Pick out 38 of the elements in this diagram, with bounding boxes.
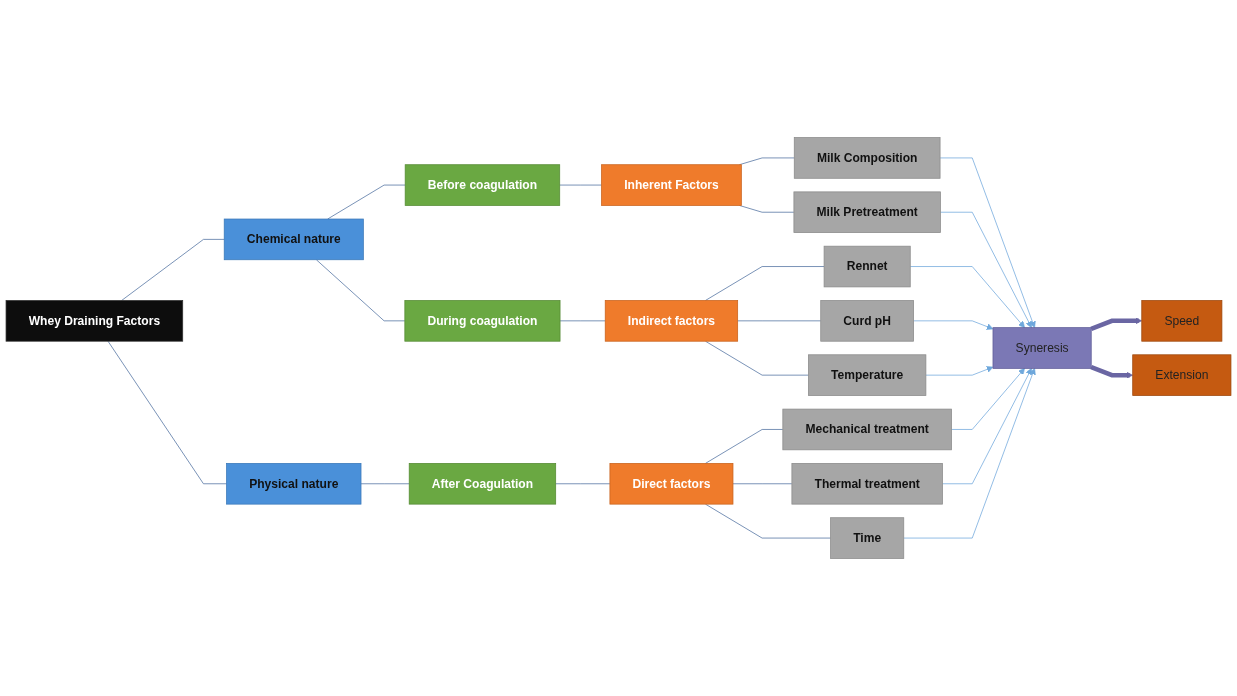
node-box: Curd pH <box>820 300 914 342</box>
connector <box>360 483 410 485</box>
connector <box>739 205 795 213</box>
node-box: Direct factors <box>609 463 734 505</box>
node-box: During coagulation <box>404 300 561 342</box>
connector <box>739 157 795 166</box>
node-box: Chemical nature <box>223 218 364 261</box>
connector <box>555 483 611 485</box>
node-box: Physical nature <box>226 463 362 505</box>
connector <box>705 266 825 301</box>
connector <box>327 184 406 220</box>
node-box: Time <box>830 517 905 559</box>
connector <box>316 259 406 322</box>
node-box: Milk Pretreatment <box>793 191 941 233</box>
node-box: Temperature <box>808 354 927 396</box>
node-box: Speed <box>1141 300 1223 342</box>
connector <box>737 320 822 322</box>
connector <box>705 429 784 464</box>
connector <box>559 320 606 322</box>
node-box: Syneresis <box>992 327 1092 369</box>
node-box: Rennet <box>823 245 911 288</box>
node-box: Mechanical treatment <box>782 408 952 451</box>
node-box: Before coagulation <box>404 164 561 206</box>
connector <box>705 340 809 376</box>
node-box: Indirect factors <box>604 300 739 342</box>
connector <box>732 483 793 485</box>
node-box: After Coagulation <box>408 463 557 505</box>
arrow <box>1090 365 1133 379</box>
arrow <box>1090 317 1143 331</box>
connector <box>705 503 831 539</box>
node-box: Milk Composition <box>793 137 941 179</box>
connector <box>121 239 225 301</box>
connector <box>559 184 602 186</box>
node-box: Whey Draining Factors <box>5 300 184 342</box>
node-box: Extension <box>1132 354 1232 396</box>
connector <box>107 340 227 485</box>
node-box: Inherent Factors <box>601 164 742 206</box>
node-box: Thermal treatment <box>791 463 943 505</box>
